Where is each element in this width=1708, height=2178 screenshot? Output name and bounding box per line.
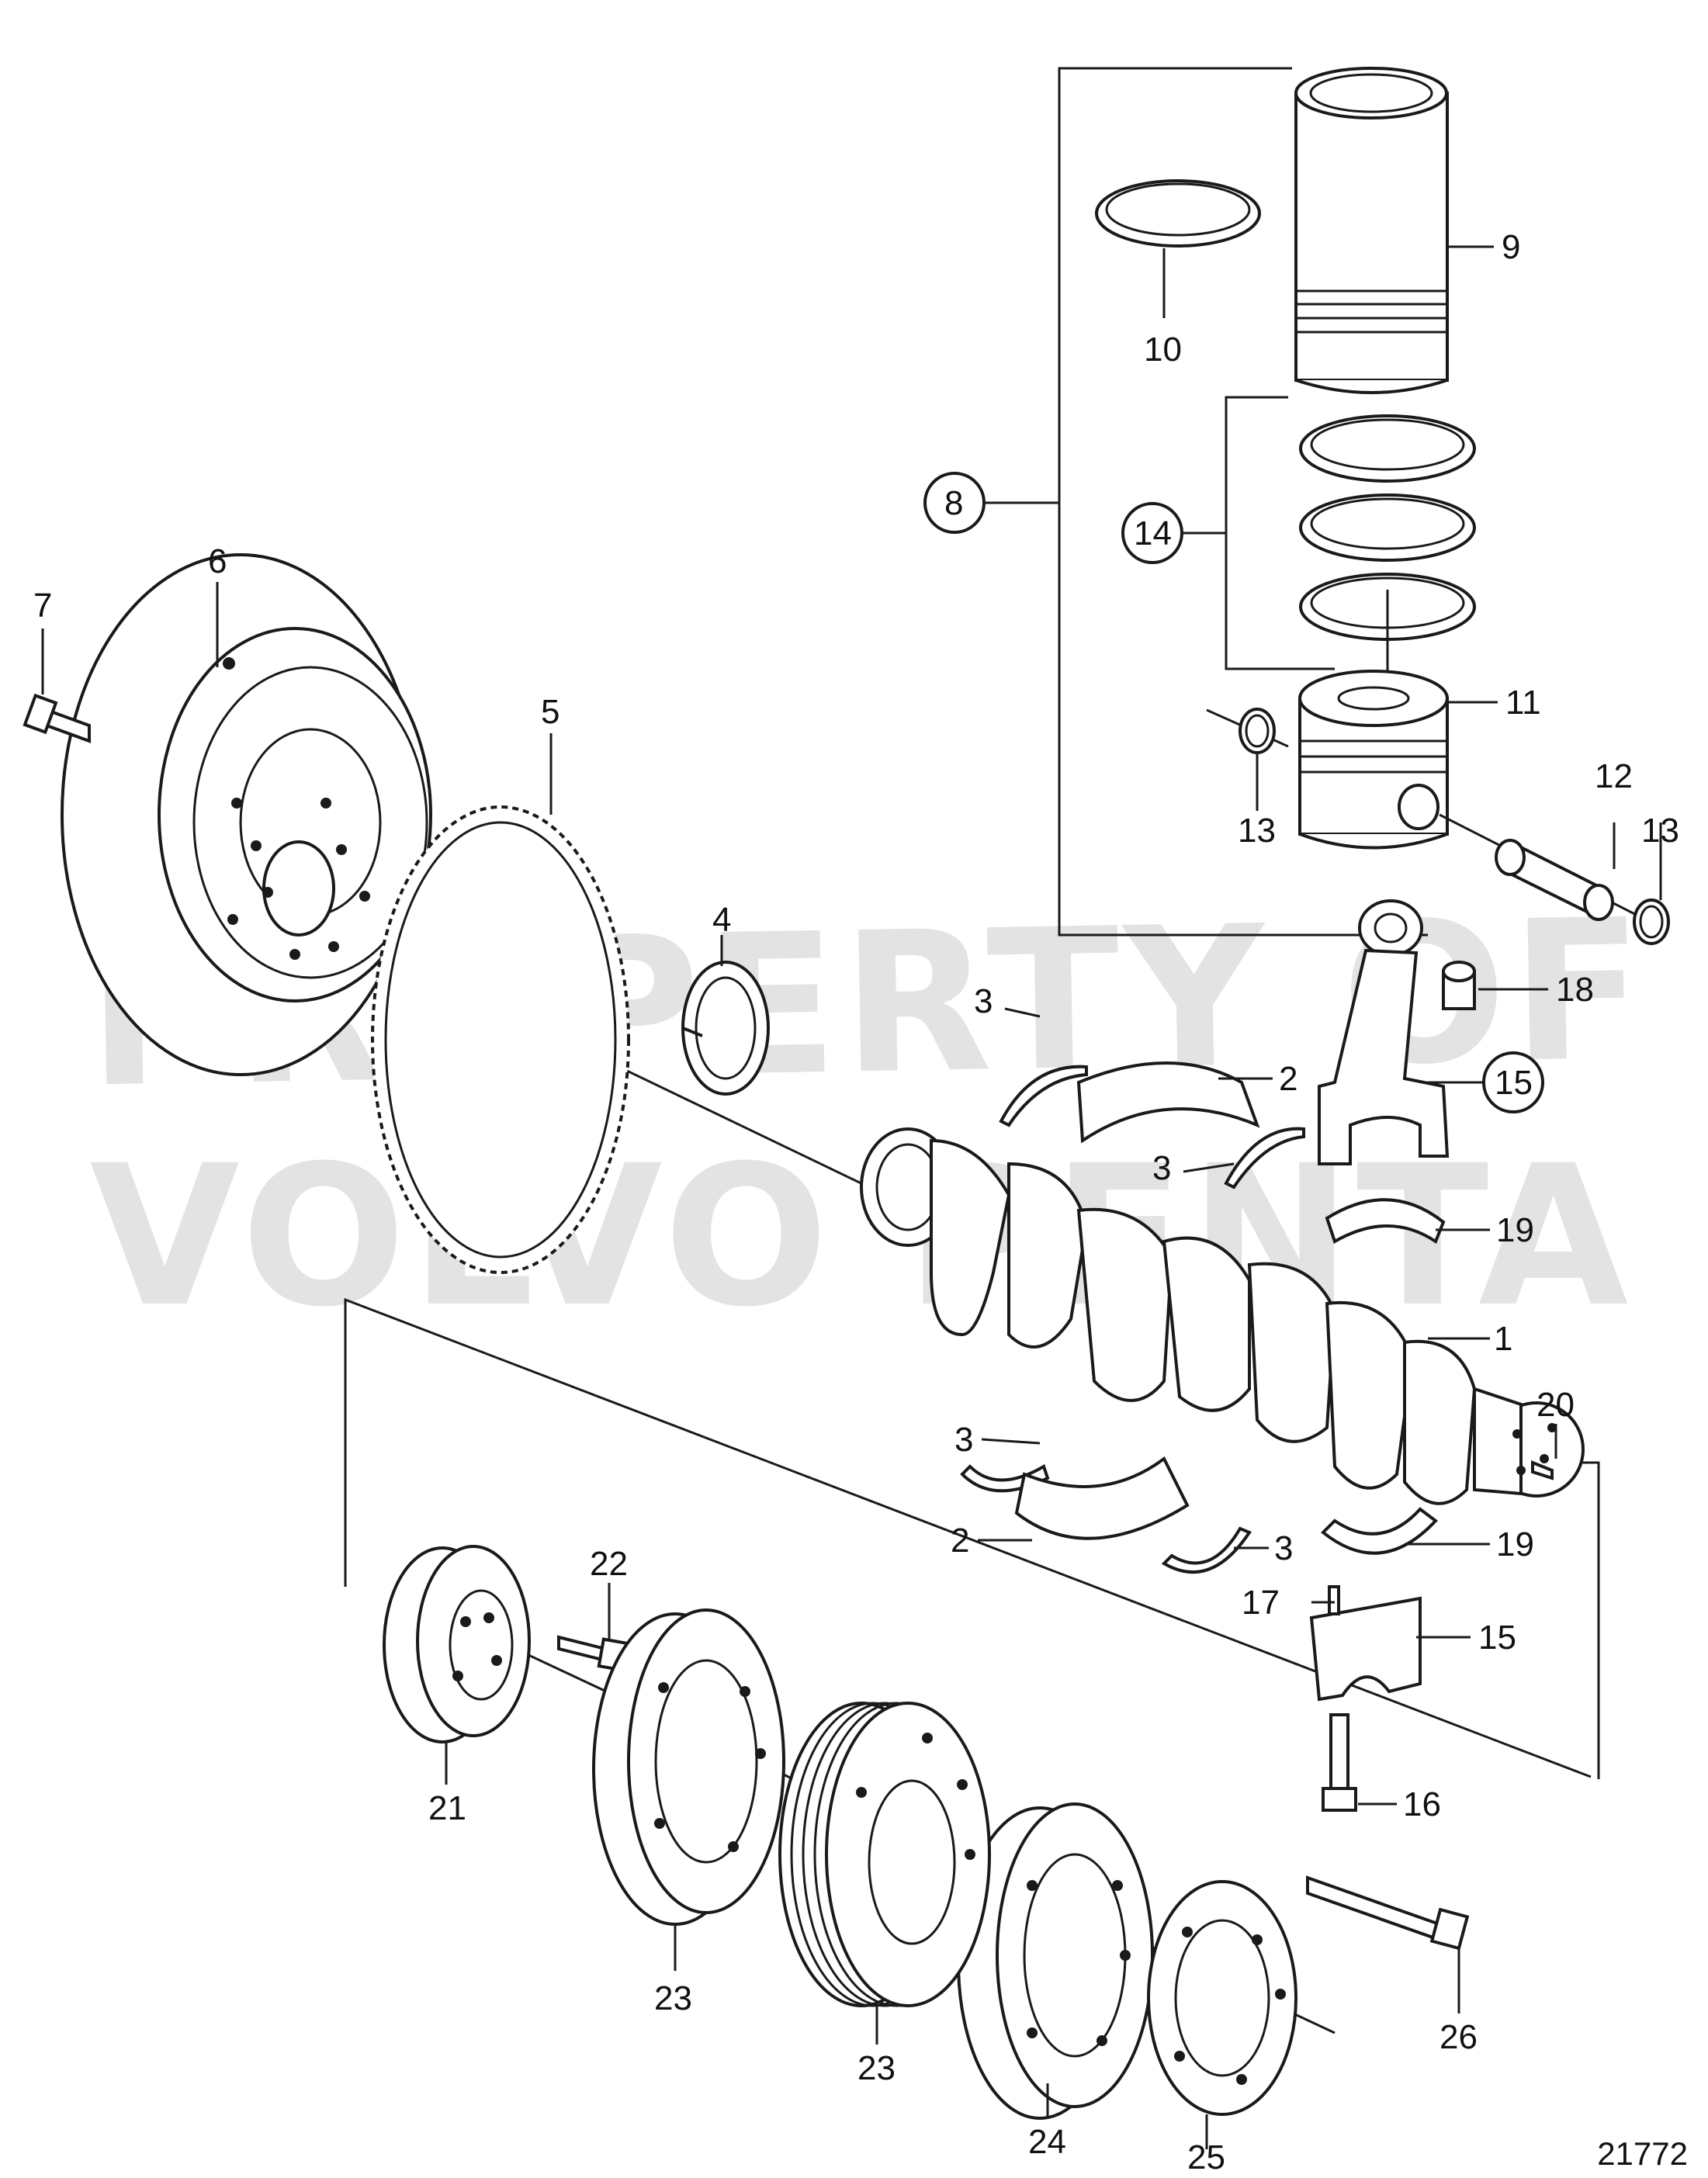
callout-14-circle bbox=[1121, 502, 1183, 564]
vibration-damper-front bbox=[592, 1608, 785, 1926]
callout-19: 19 bbox=[1496, 1211, 1534, 1249]
cylinder-liner bbox=[1294, 67, 1449, 394]
main-bearing-upper bbox=[1076, 1061, 1260, 1144]
callout-labels: 1 2 2 3 3 3 3 4 5 6 7 8 9 10 11 12 13 13… bbox=[33, 228, 1679, 2176]
rear-crank-seal bbox=[681, 961, 770, 1096]
lower-bracket bbox=[344, 1297, 1592, 1778]
callout-3: 3 bbox=[974, 982, 993, 1020]
liner-seal-ring bbox=[1095, 179, 1261, 248]
circlip-left bbox=[1239, 708, 1276, 754]
callout-2: 2 bbox=[951, 1522, 969, 1560]
thrust-washer-lower-right bbox=[1161, 1526, 1252, 1574]
vibration-damper-rear bbox=[957, 1802, 1154, 2120]
flywheel bbox=[61, 553, 432, 1076]
callout-16: 16 bbox=[1403, 1785, 1441, 1823]
callout-2: 2 bbox=[1279, 1060, 1297, 1098]
callout-23: 24 bbox=[1028, 2123, 1066, 2161]
callout-25: 25 bbox=[1187, 2138, 1225, 2176]
piston-ring-set bbox=[1299, 414, 1476, 692]
callout-19: 19 bbox=[1496, 1525, 1534, 1563]
callout-22: 22 bbox=[590, 1545, 628, 1583]
group-bracket-8 bbox=[982, 67, 1428, 937]
callout-23: 23 bbox=[654, 1979, 692, 2017]
callout-4: 4 bbox=[712, 901, 731, 939]
main-bearing-lower bbox=[1014, 1456, 1190, 1540]
pulley-hub bbox=[383, 1545, 531, 1743]
callout-8-circle bbox=[923, 472, 986, 534]
callout-3: 3 bbox=[1152, 1149, 1171, 1187]
cap-bolt bbox=[1322, 1713, 1357, 1812]
callout-18: 18 bbox=[1556, 971, 1594, 1009]
crankshaft-pulley bbox=[778, 1702, 991, 2007]
watermark-line-2: VOLVO PENTA bbox=[90, 1124, 1634, 1349]
figure-number: 21772 bbox=[1597, 2135, 1688, 2172]
callout-13: 13 bbox=[1238, 812, 1276, 850]
cap-dowel-pin bbox=[1328, 1585, 1340, 1615]
callout-1: 1 bbox=[1494, 1320, 1512, 1358]
small-end-bushing bbox=[1442, 961, 1476, 1010]
callout-26: 26 bbox=[1440, 2018, 1478, 2056]
callout-13: 13 bbox=[1641, 812, 1679, 850]
callout-5: 5 bbox=[541, 693, 560, 731]
big-end-bearing-lower bbox=[1321, 1507, 1438, 1555]
big-end-bearing-upper bbox=[1325, 1198, 1446, 1245]
callout-17: 17 bbox=[1242, 1584, 1280, 1622]
pulley-bolt bbox=[1306, 1875, 1470, 1951]
callout-15: 15 bbox=[1495, 1064, 1533, 1102]
thrust-washer-upper-right bbox=[1224, 1127, 1305, 1189]
thrust-washer-upper-left bbox=[999, 1065, 1088, 1127]
callout-24: 23 bbox=[857, 2049, 896, 2087]
crankshaft bbox=[860, 1127, 1585, 1505]
callout-10: 10 bbox=[1144, 331, 1182, 369]
piston-pin bbox=[1495, 839, 1614, 921]
connecting-rod bbox=[1318, 899, 1450, 1165]
callout-8: 8 bbox=[944, 484, 963, 522]
leader-lines bbox=[41, 245, 1662, 2149]
crank-dowel-pin bbox=[1531, 1460, 1554, 1480]
callout-6: 6 bbox=[208, 542, 227, 580]
callout-14: 14 bbox=[1134, 514, 1172, 552]
callout-7: 7 bbox=[33, 587, 52, 625]
callout-3: 3 bbox=[954, 1421, 973, 1459]
callout-3: 3 bbox=[1274, 1529, 1293, 1567]
callout-12: 12 bbox=[1595, 757, 1633, 795]
callout-20: 20 bbox=[1537, 1386, 1575, 1424]
callout-9: 9 bbox=[1502, 228, 1520, 266]
piston bbox=[1298, 670, 1449, 850]
callout-21: 21 bbox=[428, 1789, 466, 1827]
clamp-washer-plate bbox=[1147, 1880, 1297, 2116]
flywheel-bolt bbox=[23, 693, 91, 743]
callout-15-circle bbox=[1482, 1051, 1544, 1113]
callout-15: 15 bbox=[1478, 1619, 1516, 1657]
circlip-right bbox=[1633, 899, 1670, 945]
callout-11: 11 bbox=[1505, 684, 1541, 722]
main-bearing-cap bbox=[1309, 1596, 1422, 1702]
flywheel-ring-gear bbox=[371, 805, 630, 1274]
